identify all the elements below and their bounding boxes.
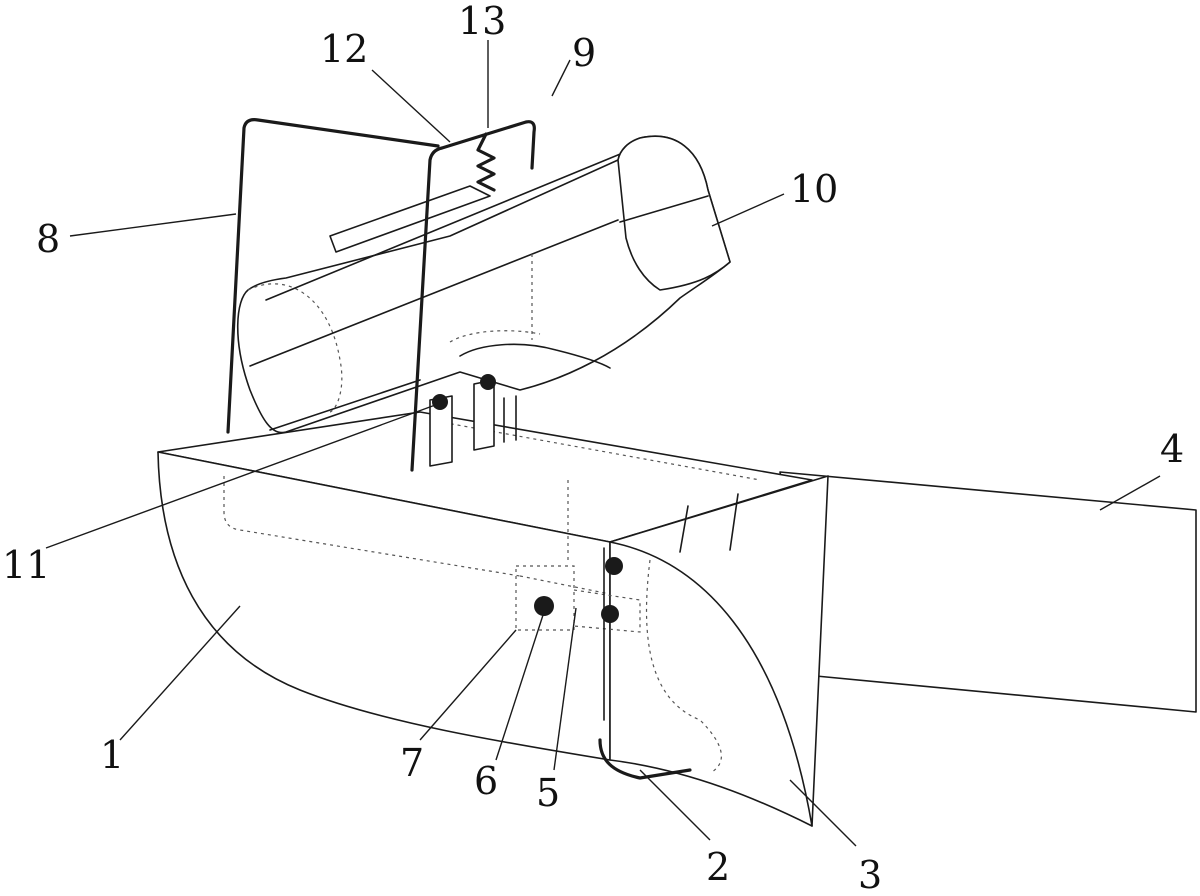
callout-2: 2	[706, 845, 730, 889]
part-2-hook	[598, 738, 692, 780]
part-4-board	[779, 471, 1197, 713]
callout-10: 10	[790, 167, 838, 211]
leader-7	[419, 629, 517, 741]
callout-12: 12	[320, 27, 368, 71]
part-6-bolt	[534, 596, 554, 616]
leader-6	[495, 611, 545, 761]
bolt-lower	[601, 605, 619, 623]
leader-5	[553, 607, 577, 771]
leader-lines	[45, 40, 1161, 847]
part-10-end-cap	[617, 135, 731, 291]
leader-12	[371, 69, 451, 143]
part-13-spring	[476, 132, 496, 192]
part-1-housing	[157, 411, 813, 761]
callout-13: 13	[458, 0, 506, 43]
leader-11	[45, 403, 439, 549]
bolt-upper	[605, 557, 623, 575]
callout-3: 3	[858, 853, 882, 896]
callout-8: 8	[36, 217, 60, 261]
leader-9	[551, 59, 571, 97]
leader-2	[639, 769, 711, 841]
leader-3	[789, 779, 857, 847]
part-7-bracket	[515, 565, 641, 633]
callout-1: 1	[100, 733, 124, 777]
leader-4	[1099, 475, 1161, 511]
part-3-curved-plate	[609, 475, 829, 827]
leader-8	[69, 213, 237, 237]
leader-10	[711, 193, 785, 227]
callout-11: 11	[2, 543, 50, 587]
part-11-hinge	[429, 374, 517, 467]
leader-1	[119, 605, 241, 741]
callout-9: 9	[572, 31, 596, 75]
callout-7: 7	[400, 741, 424, 785]
callout-5: 5	[536, 771, 560, 815]
callout-6: 6	[474, 759, 498, 803]
callout-4: 4	[1160, 427, 1184, 471]
part-8-frame	[226, 118, 440, 434]
